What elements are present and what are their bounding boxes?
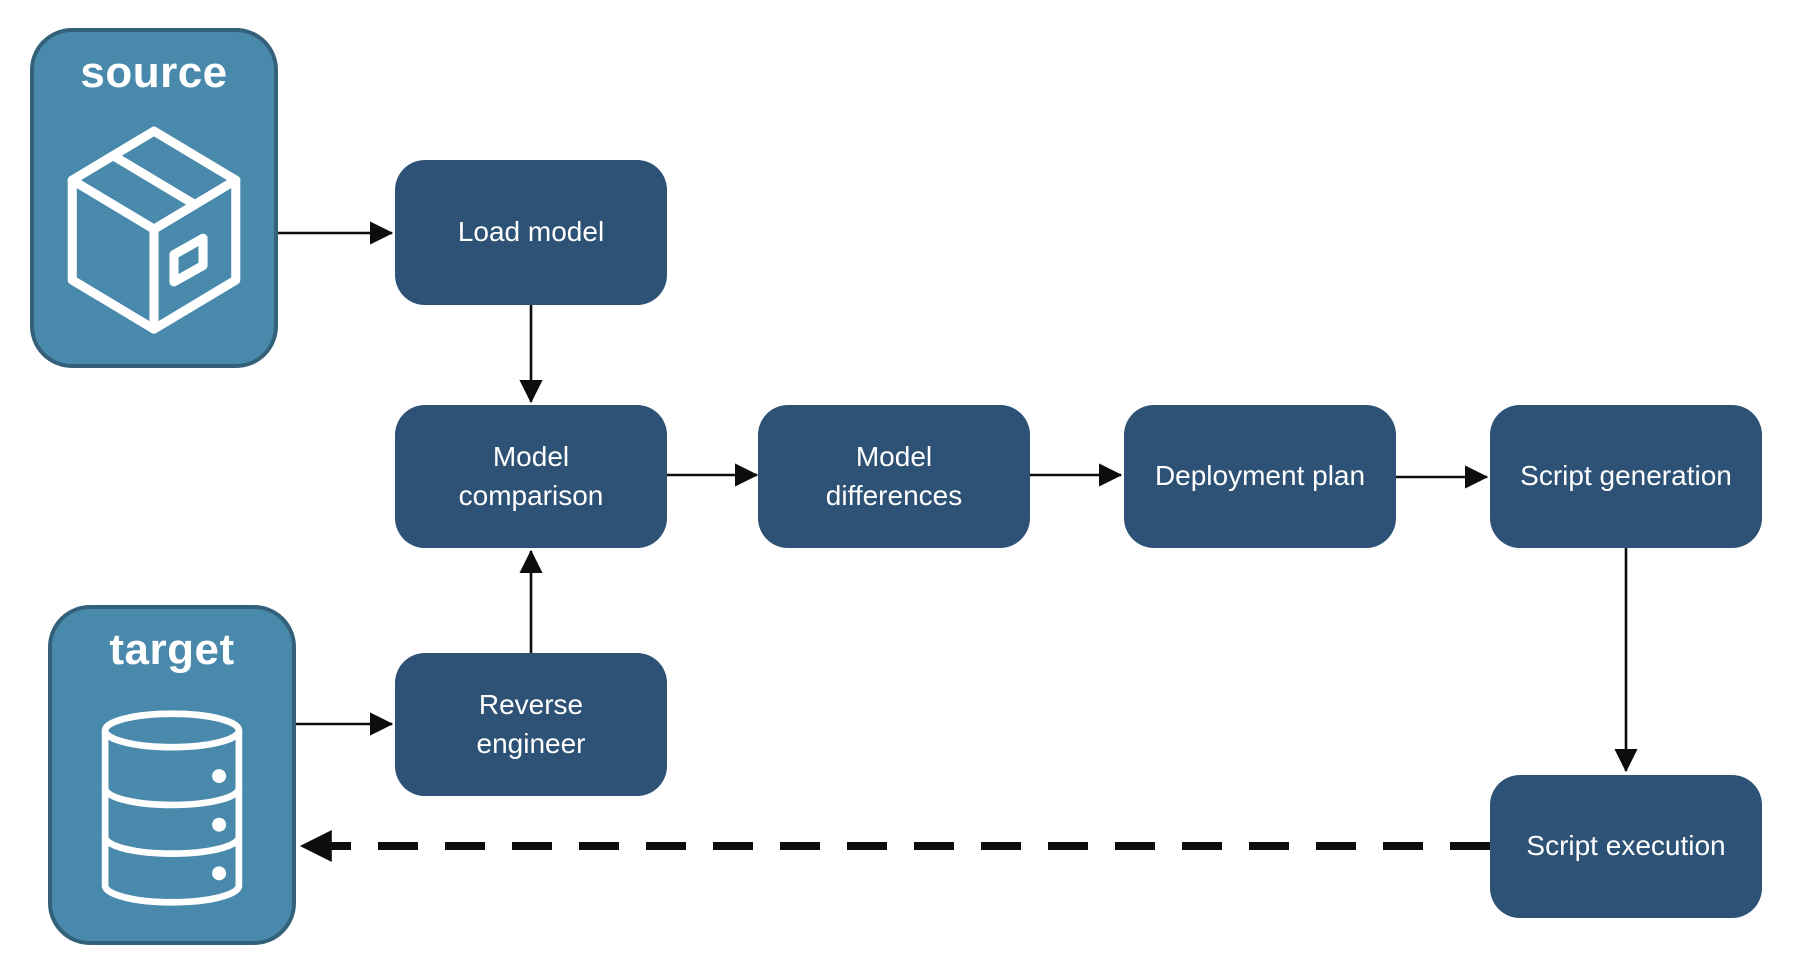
database-icon [52,675,292,941]
node-label: Script execution [1526,830,1726,862]
node-source[interactable]: source [30,28,278,368]
node-label: Script generation [1520,460,1732,492]
node-load-model[interactable]: Load model [395,160,667,305]
node-script-generation[interactable]: Script generation [1490,405,1762,548]
source-label: source [80,48,228,97]
node-script-execution[interactable]: Script execution [1490,775,1762,918]
package-icon [34,98,274,364]
node-label: Model differences [825,440,963,511]
node-deployment-plan[interactable]: Deployment plan [1124,405,1396,548]
node-reverse-engineer[interactable]: Reverse engineer [395,653,667,796]
node-label: Load model [457,216,605,248]
node-target[interactable]: target [48,605,296,945]
node-label: Reverse engineer [476,688,586,759]
node-label: Model comparison [458,440,604,511]
node-label: Deployment plan [1154,460,1366,492]
node-model-comparison[interactable]: Model comparison [395,405,667,548]
target-label: target [109,625,235,674]
node-model-differences[interactable]: Model differences [758,405,1030,548]
